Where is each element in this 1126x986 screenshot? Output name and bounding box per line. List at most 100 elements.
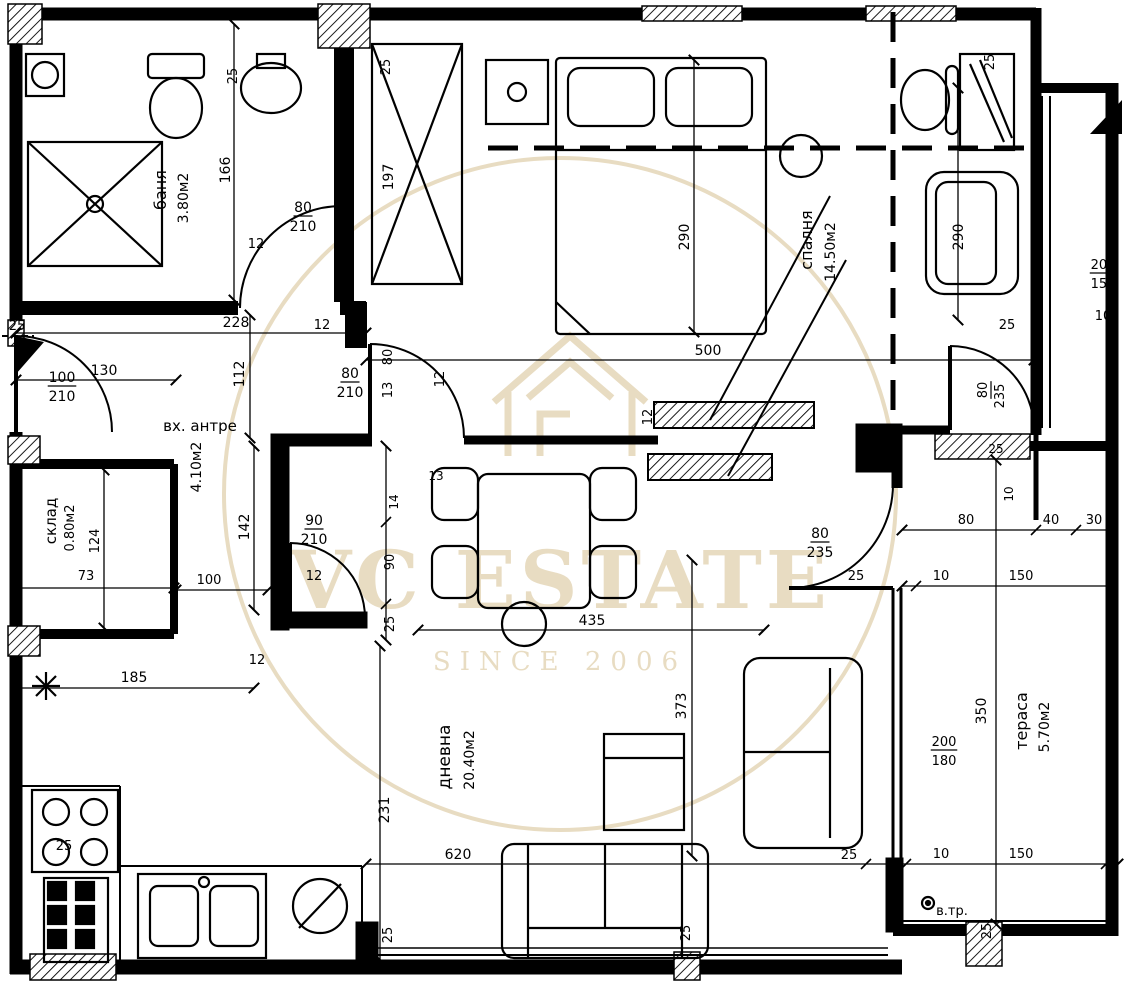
dimension-label: 12 (248, 237, 265, 252)
room-name: баня (151, 170, 170, 210)
dimension-label: 14 (387, 494, 401, 509)
washing-machine (42, 876, 110, 964)
door-bathroom (239, 205, 344, 309)
room-name: спалня (797, 210, 816, 269)
dimension-label: 166 (218, 157, 234, 184)
room-area: 5.70м2 (1037, 702, 1053, 753)
dimension-label: 25 (988, 442, 1003, 456)
couch (742, 656, 864, 850)
dimension-label: 25 (983, 54, 998, 71)
dimension-label: 210 (49, 389, 76, 405)
dimension-label: 100 (49, 370, 76, 386)
room-area: 14.50м2 (823, 222, 839, 282)
room-area: 0.80м2 (63, 504, 78, 551)
north-arrow (1090, 100, 1122, 134)
sofa (500, 842, 710, 960)
dimension-label: 200 (1091, 258, 1116, 273)
armchair (924, 170, 1020, 296)
dining-table (476, 472, 592, 610)
wardrobe (370, 42, 464, 286)
door-bedroom (948, 345, 1035, 431)
dimension-label: 235 (993, 384, 1008, 409)
dimension-label: 12 (306, 569, 323, 584)
dimension-label: 25 (226, 68, 241, 85)
door-living-terrace (788, 483, 894, 590)
room-name: склад (42, 498, 60, 544)
room-area: 4.10м2 (189, 442, 205, 493)
dimension-label: 10 (1095, 309, 1112, 324)
dimension-label: 210 (301, 532, 328, 548)
kitchen-sink (136, 872, 268, 960)
dimension-label: 80 (958, 513, 975, 528)
tv-cabinet (602, 732, 686, 832)
dimension-label: 73 (78, 569, 95, 584)
dimension-label: 12 (641, 409, 656, 426)
dimension-lines (10, 18, 1124, 966)
dining-chairs (430, 466, 638, 600)
dimension-label: 210 (337, 385, 364, 401)
dimension-label: 150 (1091, 277, 1116, 292)
room-area: 20.40м2 (462, 730, 478, 790)
dimension-label: 80 (294, 200, 312, 216)
dimension-label: 350 (974, 698, 990, 725)
dimension-label: 500 (695, 343, 722, 359)
dimension-label: 10 (1002, 486, 1016, 501)
dimension-label: 80 (976, 382, 991, 399)
nightstand (484, 58, 550, 126)
dimension-label: 25 (379, 59, 394, 76)
dimension-label: 290 (951, 224, 967, 251)
dimension-label: 235 (807, 545, 834, 561)
dimension-label: 80 (811, 526, 829, 542)
watermark-circle (222, 156, 898, 832)
pendant-lamp (500, 600, 548, 648)
dimension-label: 25 (841, 848, 858, 863)
dimension-label: 12 (433, 371, 448, 388)
dimension-label: 620 (445, 847, 472, 863)
dimension-label: 142 (237, 514, 253, 541)
dimension-label: 10 (933, 569, 950, 584)
dimension-label: 180 (932, 754, 957, 769)
dimension-label: 10 (933, 847, 950, 862)
dimension-label: 231 (377, 797, 393, 824)
dimension-label: 150 (1009, 569, 1034, 584)
watermark: VC ESTATE SINCE 2006 (222, 156, 898, 832)
dimension-label: 25 (383, 616, 398, 633)
dimension-label: 90 (305, 513, 323, 529)
dimension-label: 80 (381, 349, 396, 366)
dimension-label: 12 (249, 653, 266, 668)
bathroom-sink (239, 52, 303, 115)
vent-pipe-icon (920, 895, 936, 911)
dimension-label: 25 (381, 927, 396, 944)
watermark-title: VC ESTATE (288, 533, 831, 627)
toilet (146, 52, 206, 140)
kitchen-counter (22, 785, 363, 962)
furniture (22, 42, 1020, 964)
dimension-label: 435 (579, 613, 606, 629)
wall-hatching (7, 3, 1031, 981)
dimension-label: 25 (848, 569, 865, 584)
dimension-label: 13 (428, 469, 443, 483)
dimension-label: 12 (314, 318, 331, 333)
dimension-label: 40 (1043, 513, 1060, 528)
dimension-label: 90 (383, 554, 398, 571)
dimension-label: 200 (932, 735, 957, 750)
room-name: тераса (1012, 692, 1031, 750)
desk-chair (899, 64, 960, 136)
shower-cabin (26, 140, 164, 268)
watermark-subtitle: SINCE 2006 (433, 647, 687, 677)
ceiling-lamp (778, 133, 824, 179)
fridge-symbol (32, 672, 60, 700)
dimension-label: 124 (88, 529, 103, 554)
dimension-label: 30 (1086, 513, 1103, 528)
room-name: дневна (435, 725, 455, 790)
built-in-cabinet (647, 195, 847, 481)
windows (366, 96, 1110, 956)
dimension-label: 25 (999, 318, 1016, 333)
dimension-label: 112 (232, 361, 248, 388)
dimension-label: 197 (381, 164, 397, 191)
dimension-label: 130 (91, 363, 118, 379)
hob-symbol (291, 877, 349, 935)
dimension-label: 373 (674, 693, 690, 720)
